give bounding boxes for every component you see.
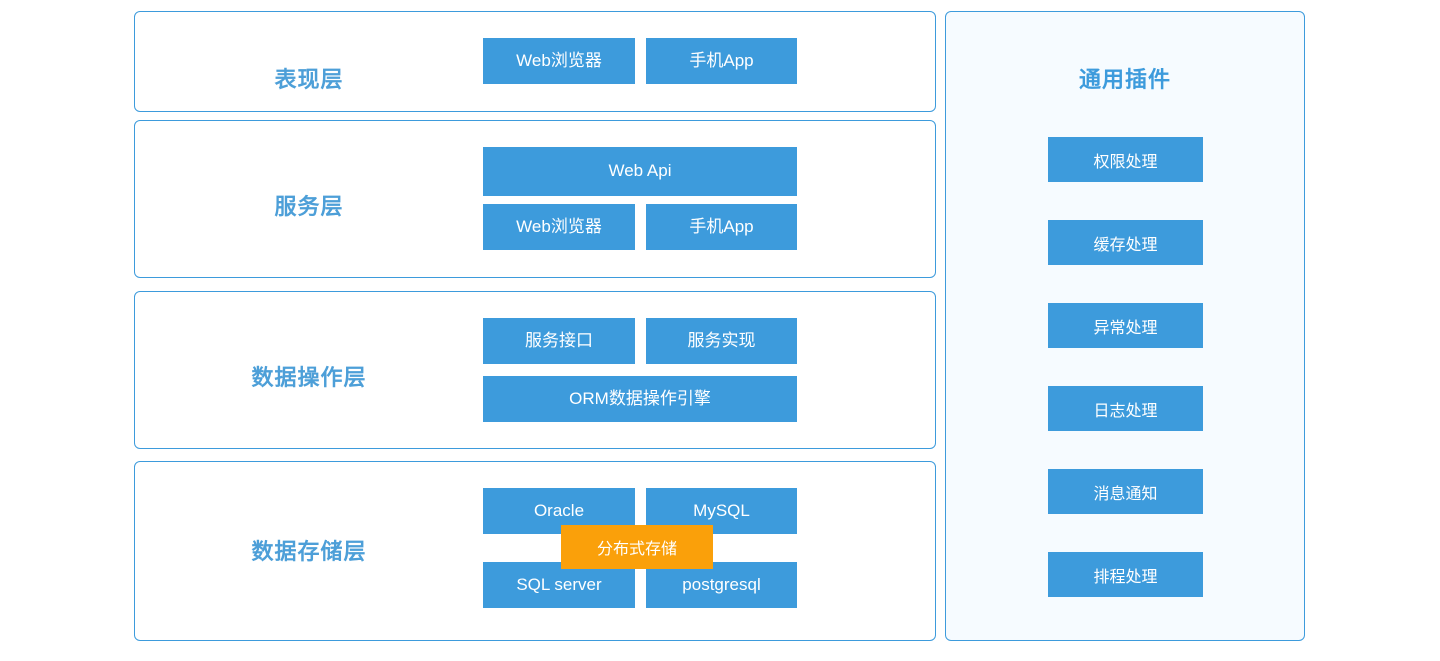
plugin-item-notification[interactable]: 消息通知 (1048, 469, 1203, 514)
layer-title-service: 服务层 (274, 194, 344, 219)
plugin-item-cache[interactable]: 缓存处理 (1048, 220, 1203, 265)
node-web-browser[interactable]: Web浏览器 (483, 38, 635, 84)
node-distributed-storage[interactable]: 分布式存储 (561, 525, 713, 569)
plugin-panel-title: 通用插件 (1078, 67, 1171, 92)
plugin-item-logging[interactable]: 日志处理 (1048, 386, 1203, 431)
plugin-item-exception[interactable]: 异常处理 (1048, 303, 1203, 348)
layer-nodes-service: Web Api Web浏览器 手机App (483, 121, 937, 277)
layer-nodes-presentation: Web浏览器 手机App (483, 12, 937, 111)
layer-title-data-operation: 数据操作层 (251, 365, 367, 390)
plugin-item-permission[interactable]: 权限处理 (1048, 137, 1203, 182)
layer-panel-service: 服务层 Web Api Web浏览器 手机App (134, 120, 936, 278)
node-mobile-app[interactable]: 手机App (646, 38, 797, 84)
layer-panel-presentation: 表现层 Web浏览器 手机App (134, 11, 936, 112)
layer-nodes-data-operation: 服务接口 服务实现 ORM数据操作引擎 (483, 292, 937, 448)
layer-title-presentation: 表现层 (274, 67, 344, 92)
layer-panel-data-storage: 数据存储层 Oracle MySQL SQL server postgresql… (134, 461, 936, 641)
node-postgresql[interactable]: postgresql (646, 562, 797, 608)
layer-title-data-storage: 数据存储层 (251, 539, 367, 564)
node-web-api[interactable]: Web Api (483, 147, 797, 196)
node-oracle[interactable]: Oracle (483, 488, 635, 534)
node-orm-engine[interactable]: ORM数据操作引擎 (483, 376, 797, 422)
layer-panel-data-operation: 数据操作层 服务接口 服务实现 ORM数据操作引擎 (134, 291, 936, 449)
node-service-implementation[interactable]: 服务实现 (646, 318, 797, 364)
plugin-item-scheduling[interactable]: 排程处理 (1048, 552, 1203, 597)
node-mobile-app[interactable]: 手机App (646, 204, 797, 250)
plugin-panel: 通用插件 权限处理 缓存处理 异常处理 日志处理 消息通知 排程处理 (945, 11, 1305, 641)
node-web-browser[interactable]: Web浏览器 (483, 204, 635, 250)
node-sql-server[interactable]: SQL server (483, 562, 635, 608)
node-service-interface[interactable]: 服务接口 (483, 318, 635, 364)
